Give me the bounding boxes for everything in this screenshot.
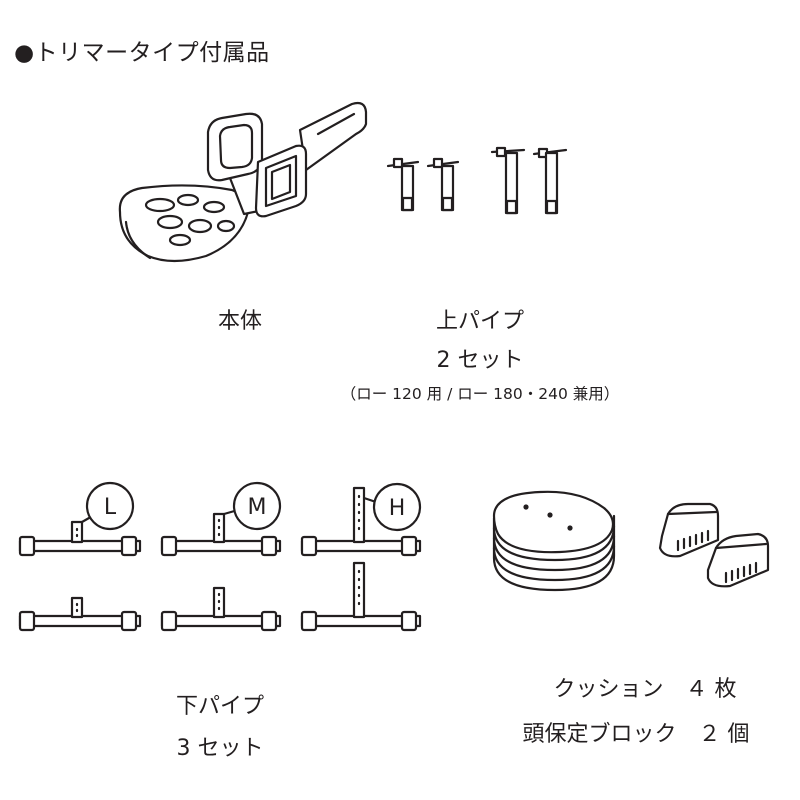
- cushion-caption: クッション ４ 枚: [553, 677, 737, 702]
- upper-pipe-qty: 2 セット: [436, 348, 524, 373]
- size-label-M: M: [248, 495, 267, 520]
- cushions-illustration: [492, 490, 616, 592]
- upper-pipe-long-2: [532, 147, 568, 215]
- upper-pipe-short-1: [386, 157, 420, 212]
- lower-pipe-H-2: [300, 561, 422, 632]
- main-body-illustration: [118, 101, 368, 263]
- upper-pipe-caption: 上パイプ: [435, 309, 524, 334]
- lower-pipe-caption: 下パイプ: [175, 694, 264, 719]
- head-block-caption: 頭保定ブロック ２ 個: [522, 722, 750, 747]
- lower-pipe-qty: 3 セット: [176, 736, 264, 761]
- size-callout-L: [80, 481, 135, 531]
- head-block-1: [658, 502, 720, 558]
- lower-pipe-M-1: [160, 512, 282, 557]
- lower-pipe-L-1: [18, 520, 142, 557]
- size-callout-H: [362, 482, 422, 532]
- size-callout-M: [222, 481, 282, 531]
- upper-pipe-long-1: [490, 146, 526, 215]
- lower-pipes-illustration: [18, 481, 422, 632]
- size-label-L: L: [104, 495, 117, 520]
- head-blocks-illustration: [658, 502, 770, 588]
- head-block-2: [706, 532, 770, 588]
- lower-pipe-H-1: [300, 486, 422, 557]
- section-heading: ●トリマータイプ付属品: [14, 40, 270, 66]
- size-label-H: H: [389, 496, 406, 521]
- upper-pipes-illustration: [386, 146, 568, 215]
- body-caption: 本体: [217, 309, 262, 334]
- upper-pipe-short-2: [426, 157, 460, 212]
- lower-pipe-M-2: [160, 586, 282, 632]
- upper-pipe-note: （ロー 120 用 / ロー 180・240 兼用）: [340, 385, 620, 403]
- lower-pipe-L-2: [18, 596, 142, 632]
